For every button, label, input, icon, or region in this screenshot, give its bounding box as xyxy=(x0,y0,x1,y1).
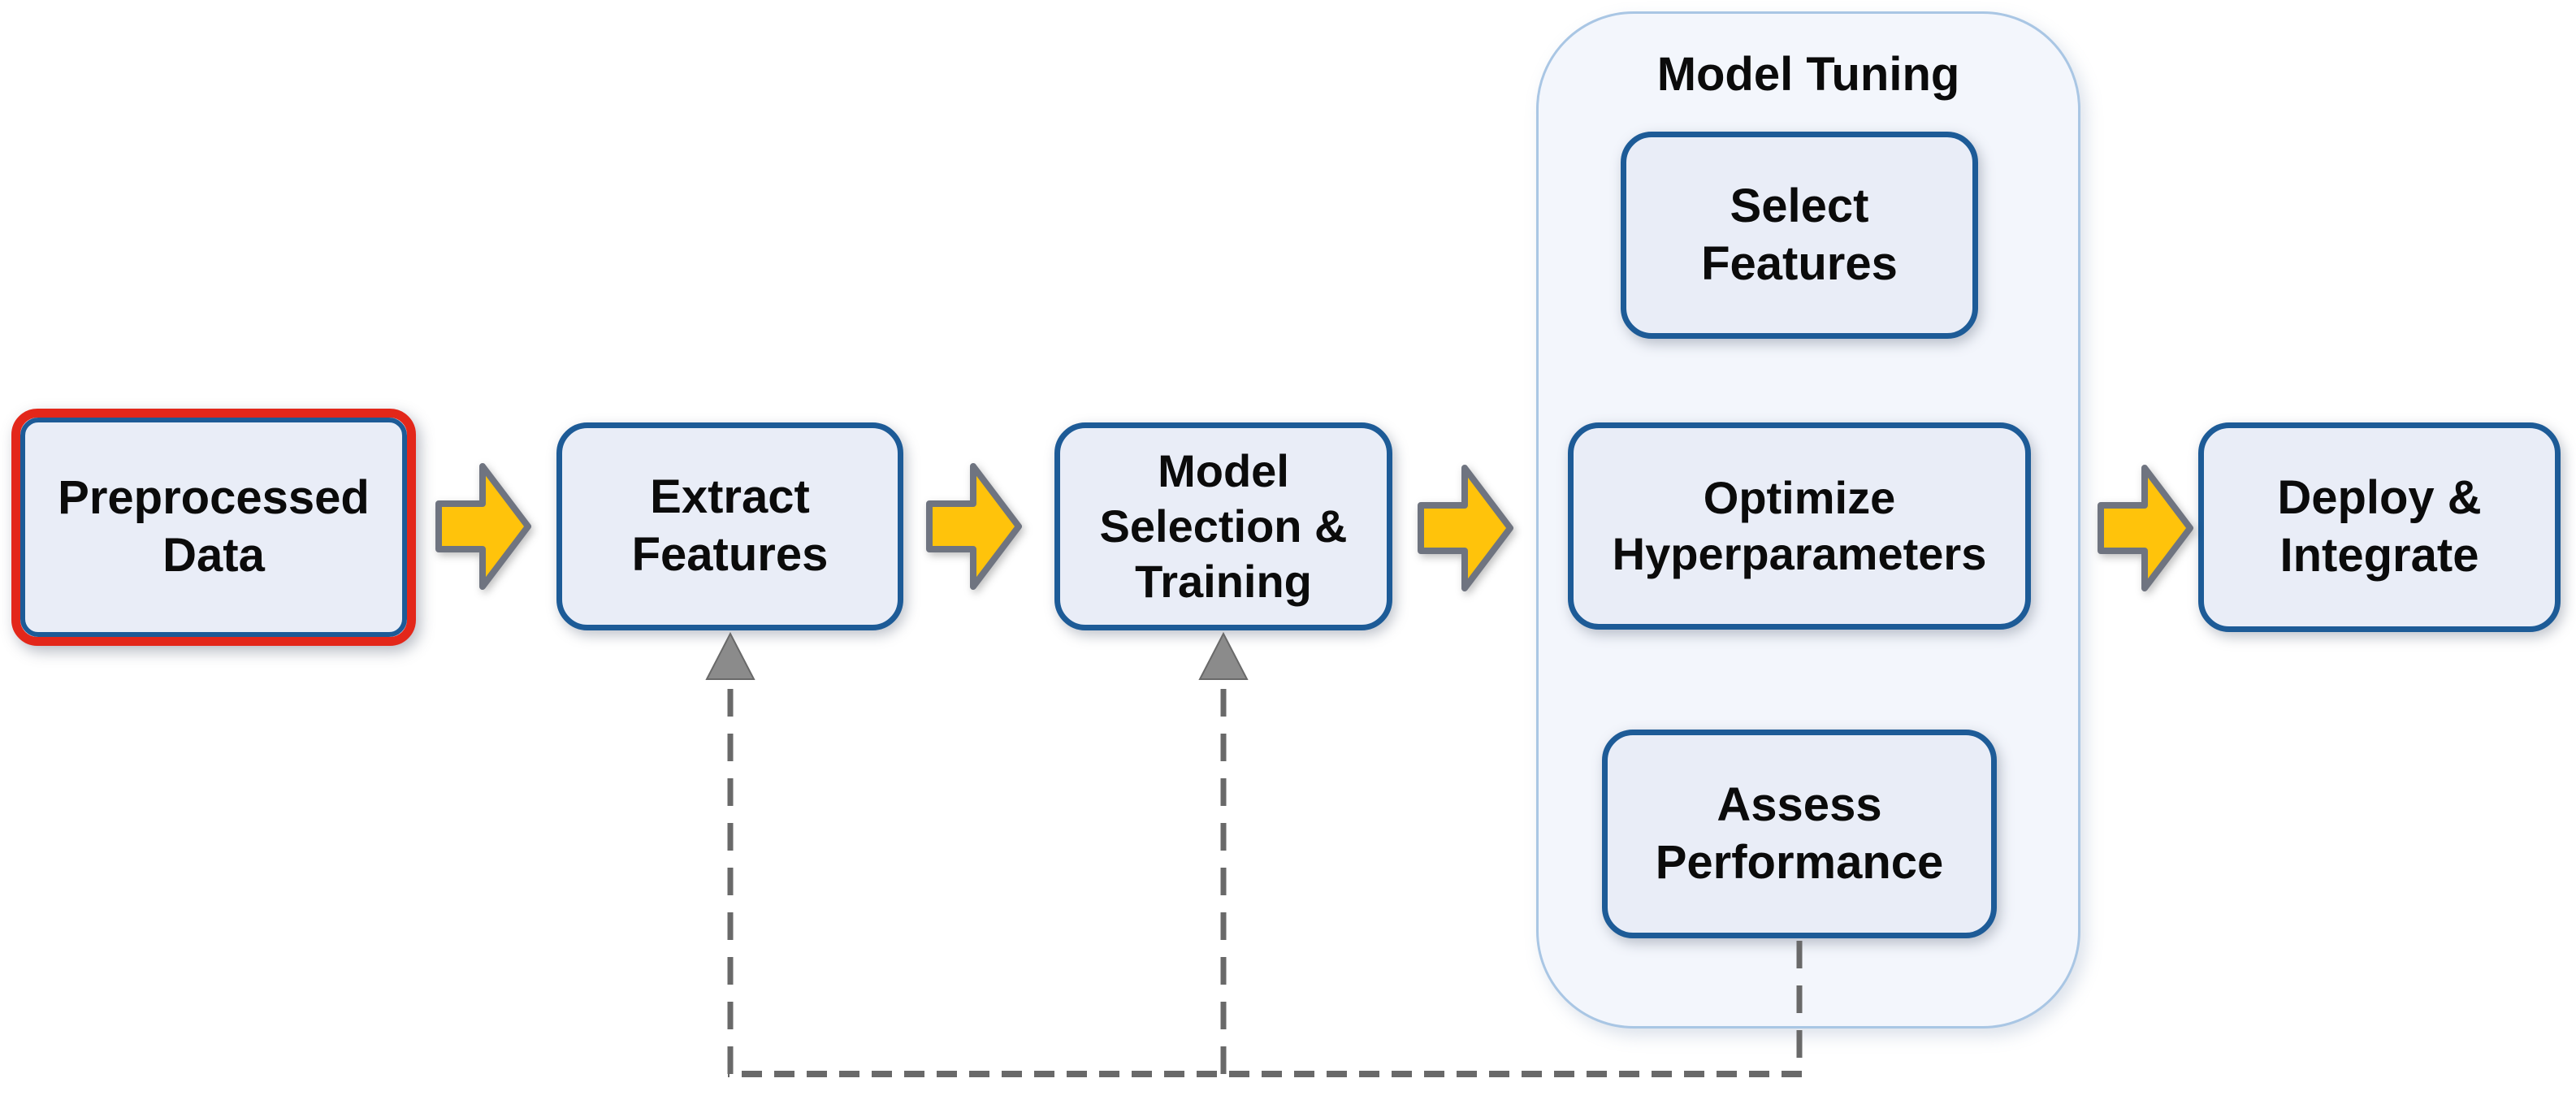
node-label: Extract Features xyxy=(631,470,829,581)
node-assess-performance[interactable]: Assess Performance xyxy=(1602,730,1997,938)
node-label: Optimize Hyperparameters xyxy=(1612,472,1987,579)
node-select-features[interactable]: Select Features xyxy=(1621,132,1978,339)
node-label: Assess Performance xyxy=(1655,777,1944,889)
node-optimize-hyperparameters[interactable]: Optimize Hyperparameters xyxy=(1568,422,2031,630)
flow-arrow-icon xyxy=(2098,465,2193,591)
selection-highlight-ring: Preprocessed Data xyxy=(11,409,416,646)
feedback-arrowhead-icon xyxy=(705,631,755,680)
node-model-selection-training[interactable]: Model Selection & Training xyxy=(1054,422,1392,630)
feedback-arrowhead-icon xyxy=(1198,631,1249,680)
node-preprocessed-data[interactable]: Preprocessed Data xyxy=(20,418,407,637)
node-deploy-integrate[interactable]: Deploy & Integrate xyxy=(2198,422,2561,632)
node-label: Preprocessed Data xyxy=(58,471,370,582)
node-label: Deploy & Integrate xyxy=(2277,471,2482,582)
model-tuning-group-title: Model Tuning xyxy=(1656,48,1960,101)
node-label: Model Selection & Training xyxy=(1099,444,1348,608)
flow-arrow-icon xyxy=(926,463,1022,590)
flow-arrow-icon xyxy=(1418,465,1513,591)
flow-arrow-icon xyxy=(435,463,531,590)
node-extract-features[interactable]: Extract Features xyxy=(556,422,903,630)
node-label: Select Features xyxy=(1701,179,1898,290)
